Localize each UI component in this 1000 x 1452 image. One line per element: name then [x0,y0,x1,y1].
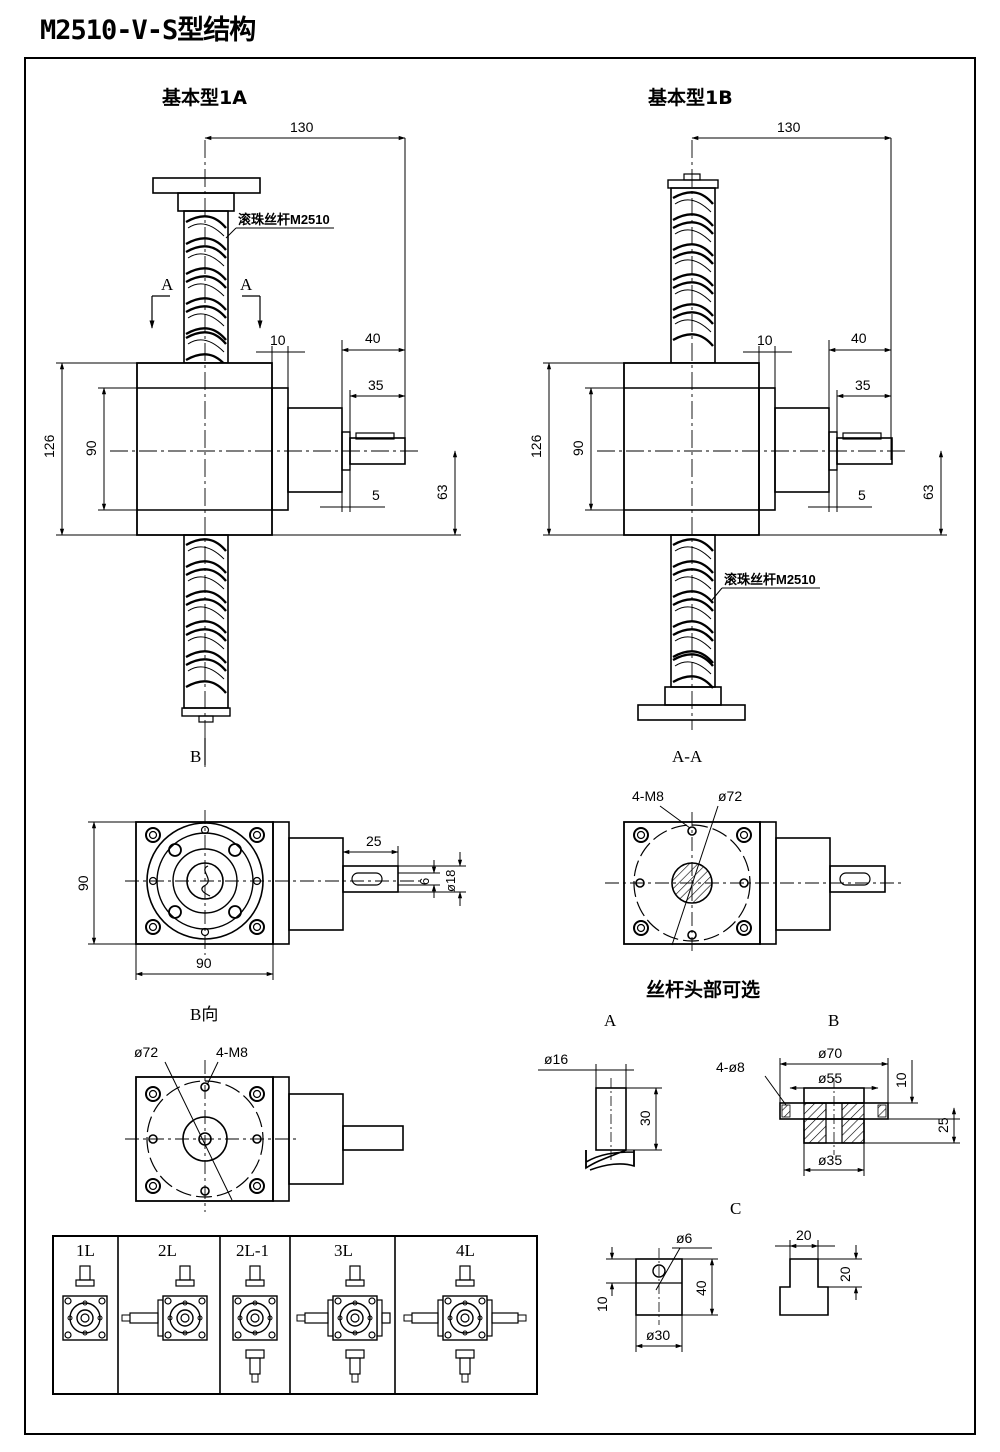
dim-90-1a: 90 [83,440,99,456]
dim-phi6-head-c: ø6 [676,1230,693,1246]
screw-head-options: 丝杆头部可选 A ø16 30 B ø70 ø55 ø35 [538,978,960,1352]
dim-35-1a: 35 [368,377,384,393]
dim-5-1a: 5 [372,487,380,503]
drawing-frame [24,57,976,1435]
layout-label-2l-1: 2L-1 [236,1241,269,1260]
layout-table: 1L 2L 2L-1 3L 4L [52,1235,538,1395]
dim-5-1b: 5 [858,487,866,503]
head-b-label: B [828,1011,839,1030]
view-aa-label: A-A [672,747,703,766]
dim-20-height-head-c: 20 [837,1266,853,1282]
drawing-title: M2510-V-S型结构 [40,15,256,46]
dim-40-1b: 40 [851,330,867,346]
view-type-1b: 基本型1B 滚珠丝杆M2 [528,86,947,766]
dim-phi30-head-c: ø30 [646,1327,670,1343]
dim-130-1b: 130 [777,119,801,135]
dim-90-b-horizontal: 90 [196,955,212,971]
layout-label-2l: 2L [158,1241,177,1260]
layout-3l-icon [296,1265,391,1383]
dim-10-1a: 10 [270,332,286,348]
screw-label-1b: 滚珠丝杆M2510 [724,572,816,587]
label-4-m8-b: 4-M8 [216,1044,248,1060]
view-title-1b: 基本型1B [647,86,733,109]
dim-126-1a: 126 [41,434,57,458]
dim-phi70-head-b: ø70 [818,1045,842,1061]
b-direction-label: B向 [190,1005,218,1024]
head-a-label: A [604,1011,617,1030]
view-type-1a: 基本型1A 滚珠丝杆M2510 A A [41,86,461,770]
dim-30-head-a: 30 [637,1110,653,1126]
dim-6-key: 6 [417,878,432,885]
dim-phi55-head-b: ø55 [818,1070,842,1086]
screw-head-title: 丝杆头部可选 [646,978,760,1001]
dim-35-1b: 35 [855,377,871,393]
view-b-direction: B向 ø72 4-M8 [125,1005,404,1212]
dim-90-b-vertical: 90 [75,875,91,891]
dim-63-1a: 63 [434,484,450,500]
dim-90-1b: 90 [570,440,586,456]
layout-4l-icon [403,1265,527,1383]
dim-20-width-head-c: 20 [796,1227,812,1243]
layout-2l-icon [121,1265,208,1341]
label-phi72-b: ø72 [134,1044,158,1060]
dim-25-keyway: 25 [366,833,382,849]
screw-label-1a: 滚珠丝杆M2510 [238,212,330,227]
view-b-front: 90 90 25 6 ø18 [75,810,466,980]
dim-25-head-b: 25 [935,1117,951,1133]
layout-label-4l: 4L [456,1241,475,1260]
dim-10-head-c: 10 [594,1296,610,1312]
dim-phi18-shaft: ø18 [443,870,458,892]
head-c-label: C [730,1199,741,1218]
layout-2l-1-icon [232,1265,278,1383]
section-a-left: A [161,275,174,294]
dim-130-1a: 130 [290,119,314,135]
ball-screw-upper-1a [183,210,229,368]
layout-label-3l: 3L [334,1241,353,1260]
dim-10-head-b: 10 [893,1072,909,1088]
dim-126-1b: 126 [528,434,544,458]
view-aa-section: 4-M8 ø72 [605,788,905,955]
layout-1l-icon [62,1265,108,1341]
dim-40-1a: 40 [365,330,381,346]
label-4-phi8-head-b: 4-ø8 [716,1059,745,1075]
ball-screw-lower-1a [183,534,229,709]
label-4-m8-aa: 4-M8 [632,788,664,804]
dim-10-1b: 10 [757,332,773,348]
layout-label-1l: 1L [76,1241,95,1260]
view-b-label: B [190,747,201,766]
ball-screw-lower-1b [670,534,716,690]
section-a-right: A [240,275,253,294]
dim-phi35-head-b: ø35 [818,1152,842,1168]
dim-63-1b: 63 [920,484,936,500]
dim-phi16-head-a: ø16 [544,1051,568,1067]
dim-40-head-c: 40 [693,1280,709,1296]
ball-screw-upper-1b [670,187,716,364]
view-title-1a: 基本型1A [161,86,247,109]
label-phi72-aa: ø72 [718,788,742,804]
